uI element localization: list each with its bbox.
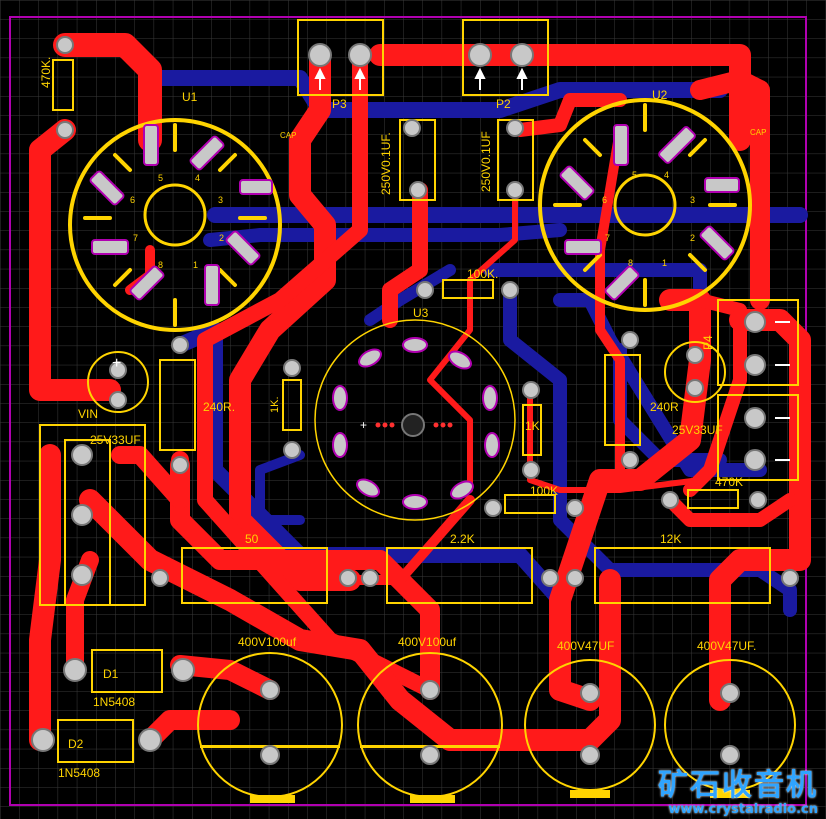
label-c400-4: 400V47UF. <box>697 639 756 653</box>
watermark: 矿石收音机 www.crystalradio.cn <box>658 768 818 818</box>
u1-pin3: 3 <box>218 195 223 205</box>
label-d1-part: 1N5408 <box>93 695 135 709</box>
label-r1k-left: 1K. <box>269 396 281 413</box>
label-c400-2: 400V100uf <box>398 635 457 649</box>
label-r1k-right: 1K <box>525 419 540 433</box>
label-vin: VIN <box>78 407 98 421</box>
silkscreen-labels: U1 U2 U3 P3 P2 P4 CAP CAP 5 4 6 3 7 2 8 … <box>39 57 766 780</box>
connector-arrows <box>314 67 790 461</box>
top-copper-layer <box>29 33 811 751</box>
label-r100k-top: 100K. <box>467 267 498 281</box>
tube-pin-marks <box>83 103 737 327</box>
connector-p4a <box>717 299 799 386</box>
watermark-url: www.crystalradio.cn <box>668 802 818 817</box>
connector-p4b <box>717 394 799 481</box>
tube-pads <box>89 124 740 306</box>
label-c400-3: 400V47UF <box>557 639 614 653</box>
tube-socket-u3 <box>314 319 516 521</box>
label-r470k-left: 470K. <box>39 57 53 88</box>
label-c25-right: 25V33UF <box>672 423 723 437</box>
u2-pin4: 4 <box>664 170 669 180</box>
label-r2-2k: 2.2K <box>450 532 475 546</box>
u1-pin5: 5 <box>158 173 163 183</box>
u2-pin1: 1 <box>662 258 667 268</box>
connector-p2 <box>462 19 549 96</box>
label-p4: P4 <box>701 335 715 350</box>
u2-pin5: 5 <box>632 170 637 180</box>
u1-pin4: 4 <box>195 173 200 183</box>
label-p2: P2 <box>496 97 511 111</box>
u1-pin7: 7 <box>133 233 138 243</box>
label-plus-u3: + <box>360 418 367 432</box>
u2-pin8: 8 <box>628 258 633 268</box>
label-plus-c25: + <box>112 355 121 372</box>
label-c25-left: 25V33UF <box>90 433 141 447</box>
u3-pads <box>332 337 500 510</box>
label-r50: 50 <box>245 532 259 546</box>
label-r240-left: 240R. <box>203 400 235 414</box>
test-points <box>375 422 453 428</box>
label-p3: P3 <box>332 97 347 111</box>
connector-p3 <box>297 19 384 96</box>
u2-pin2: 2 <box>690 233 695 243</box>
label-cap-right: CAP <box>750 128 766 137</box>
label-d1: D1 <box>103 667 119 681</box>
label-u3: U3 <box>413 306 429 320</box>
label-u1: U1 <box>182 90 198 104</box>
tube-socket-u1 <box>68 118 282 332</box>
label-d2-part: 1N5408 <box>58 766 100 780</box>
label-cap-left: CAP <box>280 131 296 140</box>
u2-pin3: 3 <box>690 195 695 205</box>
label-c250-right: 250V0.1UF <box>479 131 493 192</box>
label-r12k: 12K <box>660 532 681 546</box>
label-r240-right: 240R <box>650 400 679 414</box>
round-pads <box>31 36 799 765</box>
u1-pin8: 8 <box>158 260 163 270</box>
label-u2: U2 <box>652 88 668 102</box>
label-d2: D2 <box>68 737 84 751</box>
watermark-title: 矿石收音机 <box>658 768 818 803</box>
label-r100k-bottom: 100K <box>530 484 558 498</box>
label-r470k-right: 470K <box>715 475 743 489</box>
u2-pin6: 6 <box>602 195 607 205</box>
u1-pin6: 6 <box>130 195 135 205</box>
tube-socket-u2 <box>538 98 752 312</box>
label-c250-left: 250V0.1UF. <box>379 132 393 195</box>
u1-pin1: 1 <box>193 260 198 270</box>
label-c400-1: 400V100uf <box>238 635 297 649</box>
u1-pin2: 2 <box>219 233 224 243</box>
u2-pin7: 7 <box>605 233 610 243</box>
